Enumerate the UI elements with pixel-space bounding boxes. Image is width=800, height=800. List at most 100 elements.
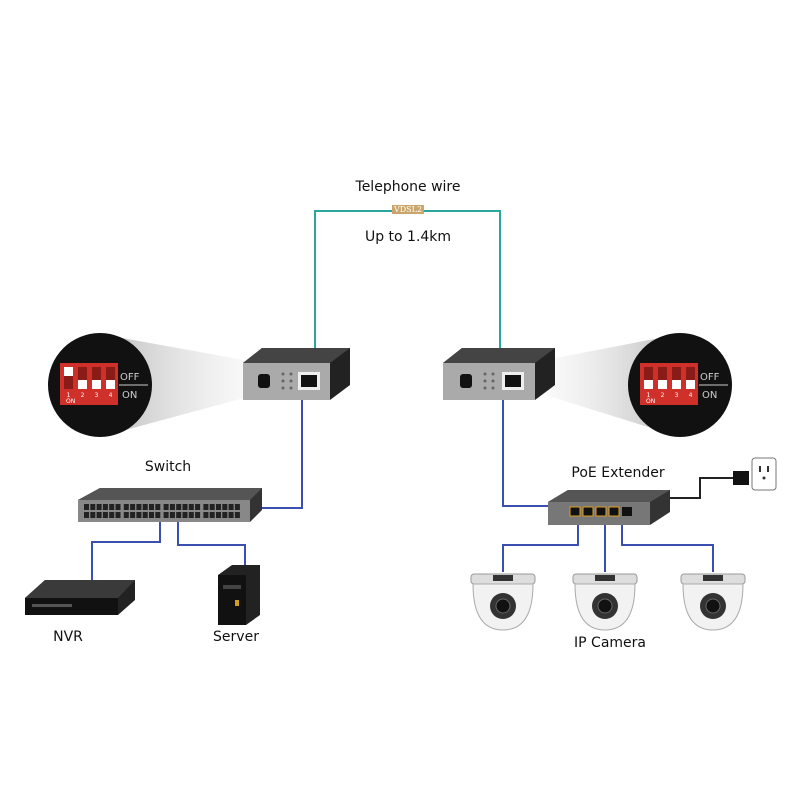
camera-lens (705, 598, 721, 614)
vdsl-converter-right (443, 348, 555, 400)
switch-port (216, 504, 221, 510)
switch-port (182, 504, 188, 510)
dip-on-mark: ON (646, 398, 655, 405)
camera-lens (495, 598, 511, 614)
dc-power-port (258, 374, 270, 388)
switch-port (109, 504, 115, 510)
dip-number: 1 (647, 392, 651, 399)
switch-port (142, 512, 148, 518)
switch-port (136, 512, 142, 518)
dip-toggle-2 (658, 380, 667, 389)
switch-port (188, 504, 194, 510)
power-plug-icon (733, 471, 749, 485)
nvr-device (25, 580, 135, 615)
dip-toggle-1 (644, 380, 653, 389)
server-device (218, 565, 260, 625)
switch-port (169, 512, 175, 518)
dip-slot (644, 367, 653, 389)
dip-toggle-4 (106, 380, 115, 389)
switch-port (115, 504, 121, 510)
switch-port (123, 512, 129, 518)
ethernet-cables (91, 398, 714, 582)
dip-toggle-2 (78, 380, 87, 389)
ip-camera (680, 573, 746, 631)
poe-extender-label: PoE Extender (571, 465, 665, 481)
switch-port (169, 504, 175, 510)
switch-port (234, 512, 240, 518)
switch-port (228, 504, 234, 510)
switch-port (182, 512, 188, 518)
dip-number: 3 (95, 392, 99, 399)
dip-number: 1 (67, 392, 71, 399)
dip-toggle-3 (92, 380, 101, 389)
switch-port (222, 504, 228, 510)
dip-toggle-3 (672, 380, 681, 389)
dip-slot (78, 367, 87, 389)
dip-number: 2 (81, 392, 85, 399)
power-outlet-icon (751, 457, 777, 491)
switch-port (130, 512, 136, 518)
dip-slot (658, 367, 667, 389)
switch-port (155, 504, 161, 510)
power-cord (670, 477, 735, 499)
dip-number: 2 (661, 392, 665, 399)
server-label: Server (213, 629, 259, 645)
switch-port (136, 504, 142, 510)
switch-port (163, 504, 169, 510)
switch-port (195, 512, 201, 518)
switch-port (203, 504, 209, 510)
dip-toggle-1 (64, 367, 73, 376)
switch-port (222, 512, 228, 518)
switch-port (84, 512, 89, 518)
dip-slot (106, 367, 115, 389)
vdsl2-tag: VDSL2 (391, 205, 425, 214)
switch-port (123, 504, 129, 510)
camera-logo (703, 575, 723, 581)
switch-port (90, 504, 96, 510)
dip-number: 4 (689, 392, 693, 399)
switch-port (102, 512, 108, 518)
rj45-port (301, 375, 317, 387)
switch-port (209, 504, 215, 510)
vdsl-converter-left (243, 348, 350, 400)
switch-port (130, 504, 136, 510)
switch-port (142, 504, 148, 510)
switch-port (96, 512, 102, 518)
switch-port (84, 504, 89, 510)
ip-camera-label: IP Camera (574, 635, 646, 651)
ip-camera (470, 573, 536, 631)
switch-port (163, 512, 169, 518)
distance-label: Up to 1.4km (364, 229, 452, 245)
on-label: ON (122, 390, 137, 401)
nvr-label: NVR (53, 629, 83, 645)
switch-port (188, 512, 194, 518)
dip-number: 4 (109, 392, 113, 399)
dip-slot (686, 367, 695, 389)
switch-port (203, 512, 209, 518)
telephone-wire-label: Telephone wire (355, 179, 461, 195)
network-switch (78, 488, 262, 522)
dip-slot (92, 367, 101, 389)
camera-logo (595, 575, 615, 581)
switch-port (209, 512, 215, 518)
dip-slot (64, 367, 73, 389)
switch-label: Switch (144, 459, 192, 475)
dip-number: 3 (675, 392, 679, 399)
switch-port (96, 504, 102, 510)
dip-toggle-4 (686, 380, 695, 389)
switch-port (155, 512, 161, 518)
switch-port (176, 512, 182, 518)
switch-port (195, 504, 201, 510)
switch-port (216, 512, 221, 518)
camera-logo (493, 575, 513, 581)
switch-port (228, 512, 234, 518)
switch-port (176, 504, 182, 510)
switch-port (102, 504, 108, 510)
switch-port (115, 512, 121, 518)
on-label: ON (702, 390, 717, 401)
rj45-port (505, 375, 521, 387)
